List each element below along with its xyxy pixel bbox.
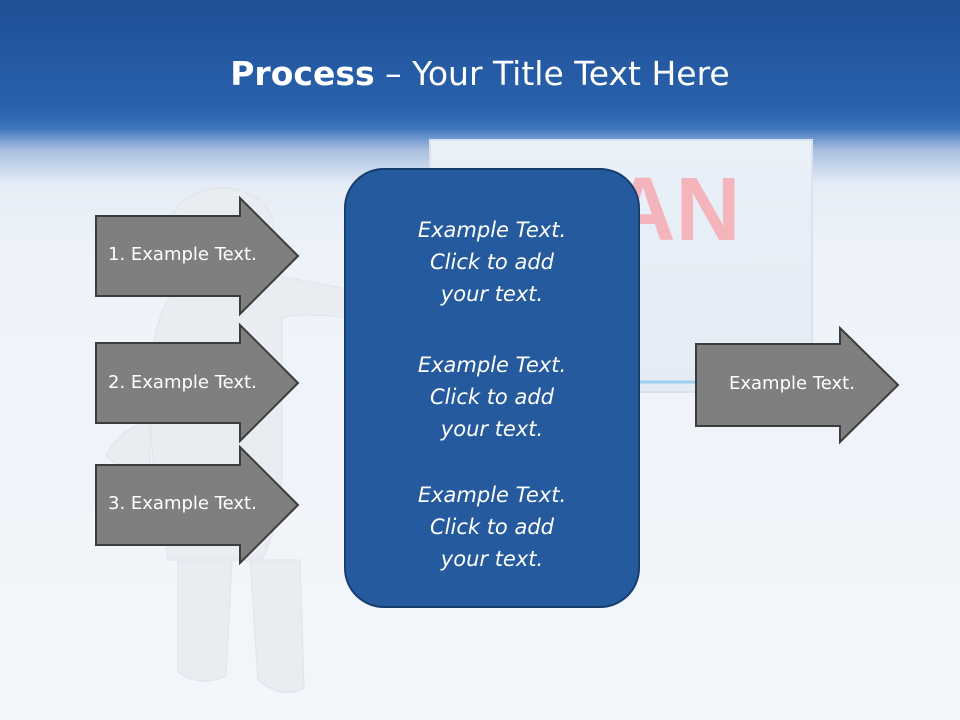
center-block-2-line-2: Click to add [429, 385, 554, 409]
title-bold: Process [230, 54, 375, 93]
right-arrow [695, 325, 900, 445]
center-block-3: Example Text. Click to add your text. [346, 479, 638, 575]
center-block-3-line-2: Click to add [429, 515, 554, 539]
center-block-1-line-2: Click to add [429, 250, 554, 274]
page-title: Process – Your Title Text Here [0, 52, 960, 96]
center-block-1: Example Text. Click to add your text. [346, 214, 638, 310]
left-arrow-2-label: 2. Example Text. [108, 372, 257, 393]
center-block-2: Example Text. Click to add your text. [346, 349, 638, 445]
left-arrow-1-label: 1. Example Text. [108, 244, 257, 265]
center-text-box: Example Text. Click to add your text. Ex… [344, 168, 640, 608]
center-block-2-line-3: your text. [440, 417, 544, 441]
left-arrow-1 [95, 195, 300, 317]
left-arrow-3-label: 3. Example Text. [108, 493, 257, 514]
center-block-1-line-1: Example Text. [417, 218, 567, 242]
center-block-3-line-3: your text. [440, 547, 544, 571]
left-arrow-3 [95, 444, 300, 566]
left-arrow-2 [95, 322, 300, 444]
right-arrow-label: Example Text. [729, 373, 855, 394]
center-block-2-line-1: Example Text. [417, 353, 567, 377]
center-block-1-line-3: your text. [440, 282, 544, 306]
center-block-3-line-1: Example Text. [417, 483, 567, 507]
title-rest: – Your Title Text Here [374, 54, 730, 93]
